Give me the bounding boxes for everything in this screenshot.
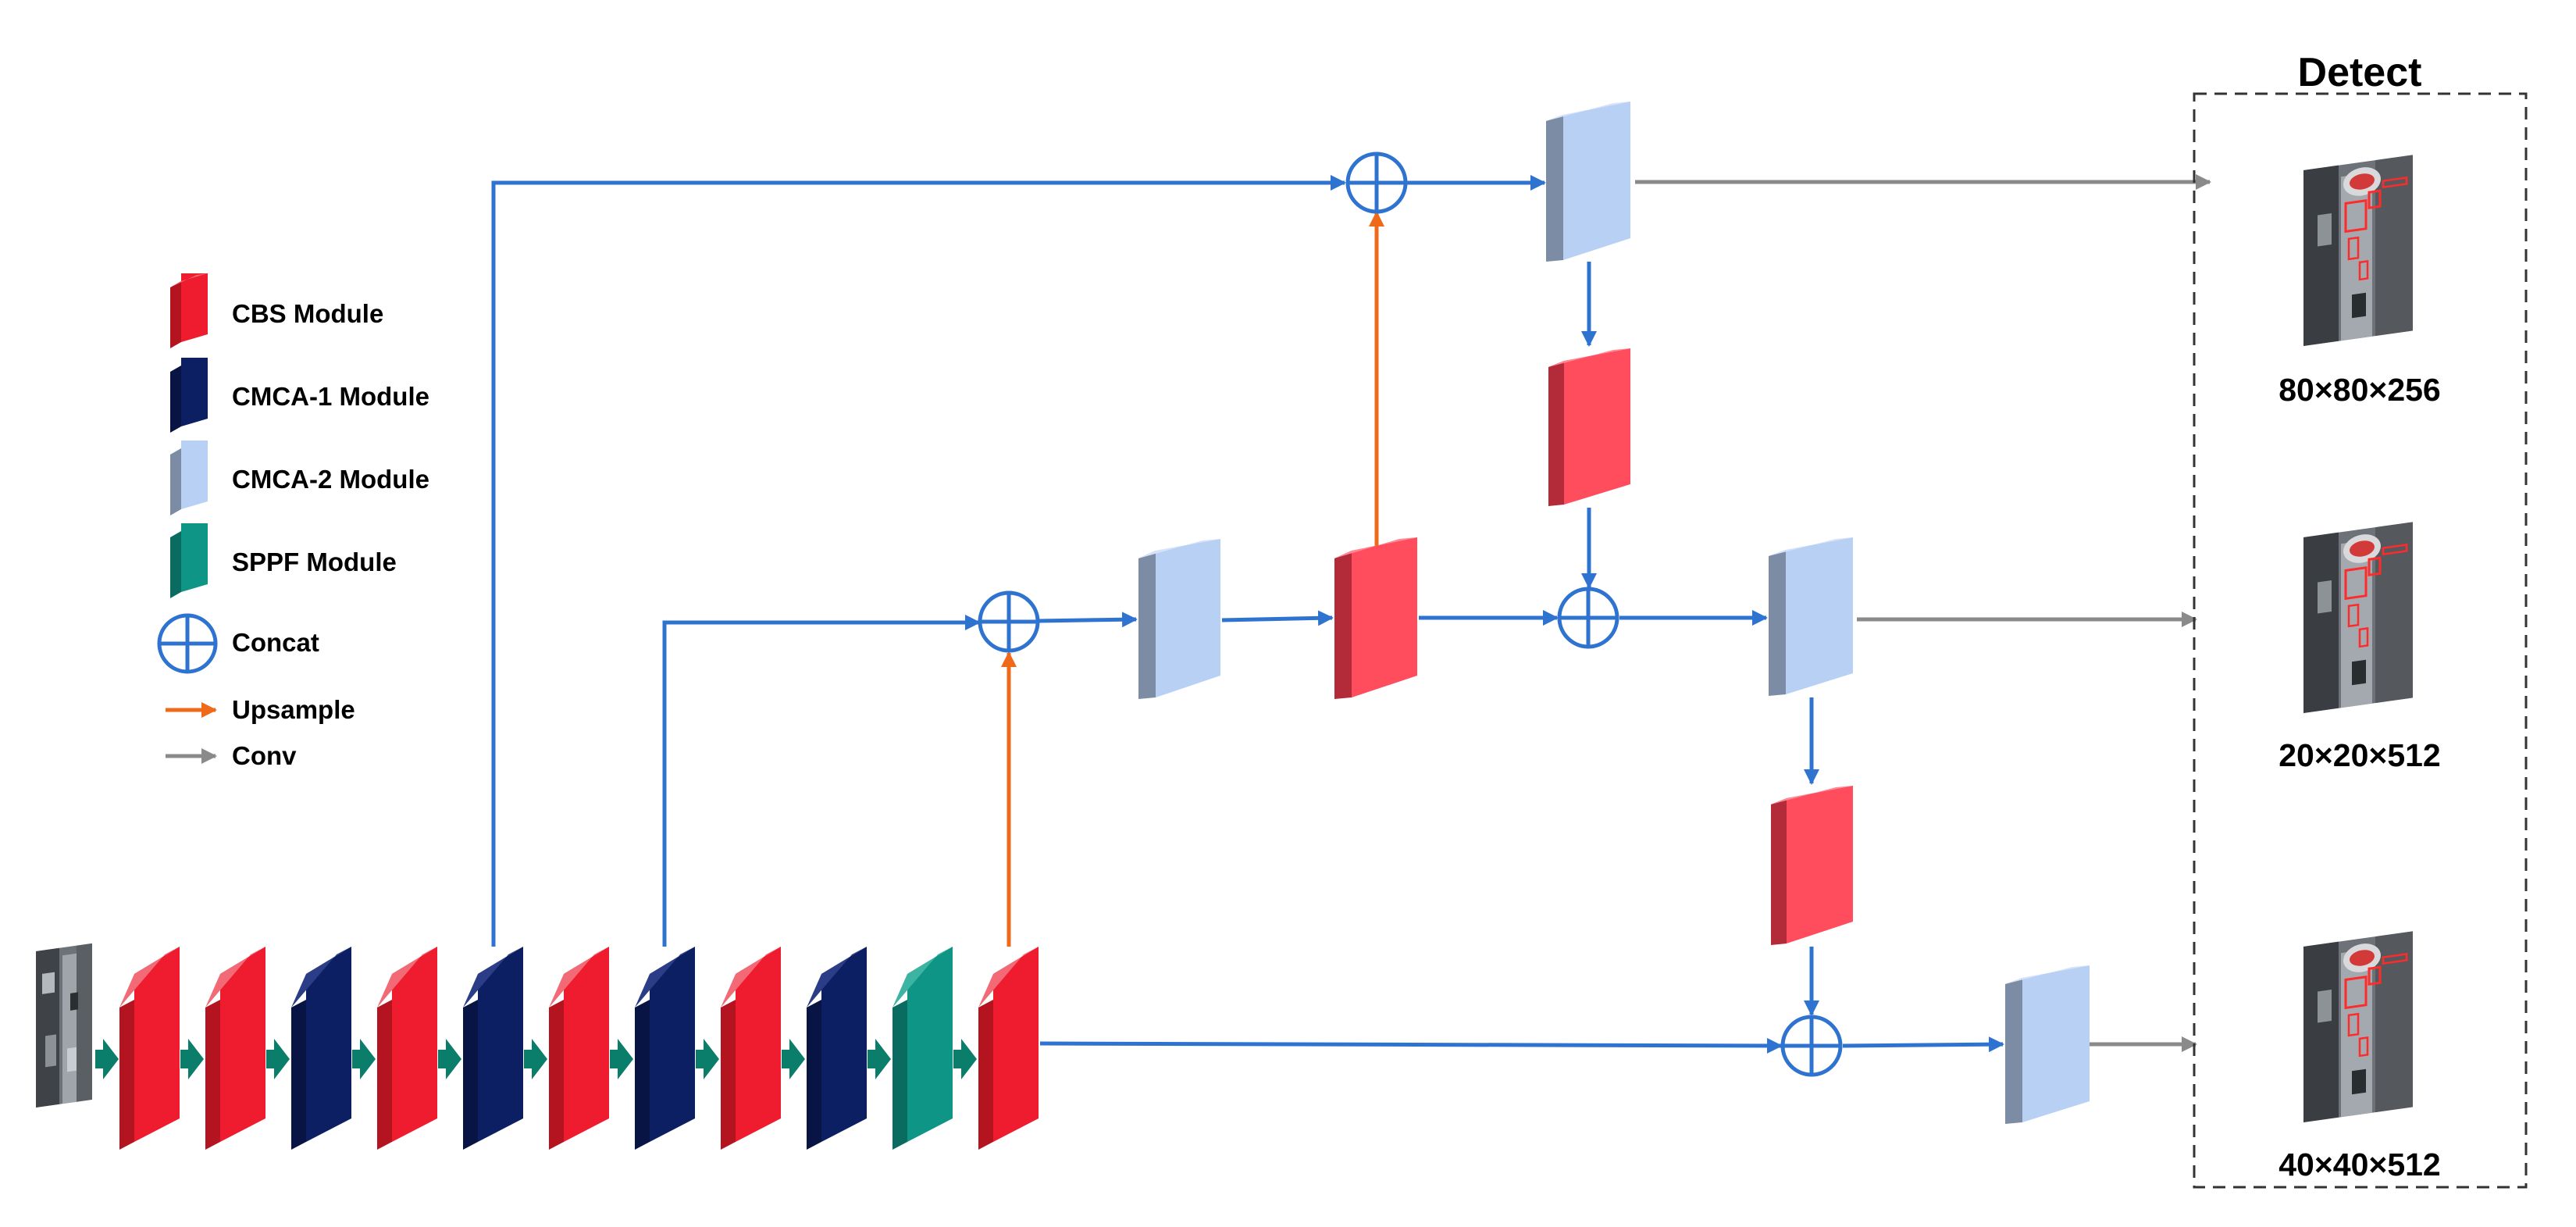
step-arrow-icon [782, 1039, 805, 1079]
step-arrow-icon [610, 1039, 633, 1079]
detect-output-label: 40×40×512 [2278, 1147, 2441, 1182]
concat-node [978, 590, 1040, 653]
neck-block-cmca2 [1546, 102, 1630, 262]
step-arrow-icon [696, 1039, 719, 1079]
neck-block-cmca2 [1769, 537, 1853, 696]
detect-title: Detect [2298, 50, 2422, 95]
backbone-block-cbs [119, 947, 180, 1150]
skip-line-top [491, 175, 1346, 947]
step-arrow-icon [438, 1039, 461, 1079]
concat-node [1780, 1015, 1843, 1077]
detect-output-label: 80×80×256 [2278, 372, 2441, 408]
concat-node [1557, 587, 1619, 649]
legend: CBS Module CMCA-1 Module CMCA-2 Module S… [157, 273, 429, 770]
backbone-block-cbs [978, 947, 1039, 1150]
backbone-block-cbs [377, 947, 437, 1150]
legend-cbs-swatch [170, 273, 208, 348]
legend-cmca2-swatch [170, 441, 208, 515]
detection-image-icon [2302, 153, 2414, 348]
neck-block-cmca2 [2005, 965, 2090, 1124]
legend-upsample-label: Upsample [232, 695, 355, 724]
input-image [36, 943, 92, 1108]
detect-panel: Detect 80×80×256 20×20×512 40×40×512 [2193, 50, 2528, 1189]
legend-cbs-label: CBS Module [232, 299, 383, 328]
step-arrow-icon [953, 1039, 977, 1079]
neck-block-cbs [1771, 786, 1853, 945]
backbone-step-arrows [95, 1039, 977, 1079]
skip-line-mid [662, 615, 981, 947]
concat-node [1345, 152, 1408, 214]
step-arrow-icon [266, 1039, 290, 1079]
concat-icon [157, 613, 218, 674]
detection-image-icon [2302, 929, 2414, 1124]
legend-concat-label: Concat [232, 628, 319, 657]
legend-cmca2-label: CMCA-2 Module [232, 465, 429, 494]
neck-block-cmca2 [1138, 539, 1220, 699]
backbone-block-cmca1 [807, 947, 867, 1150]
backbone-block-cmca1 [635, 947, 695, 1150]
backbone-block-cbs [205, 947, 265, 1150]
detection-image-icon [2302, 520, 2414, 715]
step-arrow-icon [868, 1039, 891, 1079]
backbone [36, 943, 1039, 1150]
detect-output-label: 20×20×512 [2278, 737, 2441, 773]
neck-block-cbs [1334, 537, 1417, 699]
backbone-block-cbs [549, 947, 609, 1150]
backbone-block-cmca1 [291, 947, 351, 1150]
legend-cmca1-swatch [170, 358, 208, 433]
backbone-block-cbs [721, 947, 781, 1150]
legend-conv-label: Conv [232, 741, 297, 770]
legend-sppf-label: SPPF Module [232, 548, 397, 576]
legend-cmca1-label: CMCA-1 Module [232, 382, 429, 411]
step-arrow-icon [352, 1039, 376, 1079]
legend-sppf-swatch [170, 523, 208, 598]
step-arrow-icon [180, 1039, 204, 1079]
neck-block-cbs [1548, 348, 1630, 506]
step-arrow-icon [95, 1039, 119, 1079]
backbone-block-cmca1 [463, 947, 523, 1150]
step-arrow-icon [524, 1039, 547, 1079]
backbone-block-sppf [893, 947, 953, 1150]
connections [491, 174, 2211, 1054]
